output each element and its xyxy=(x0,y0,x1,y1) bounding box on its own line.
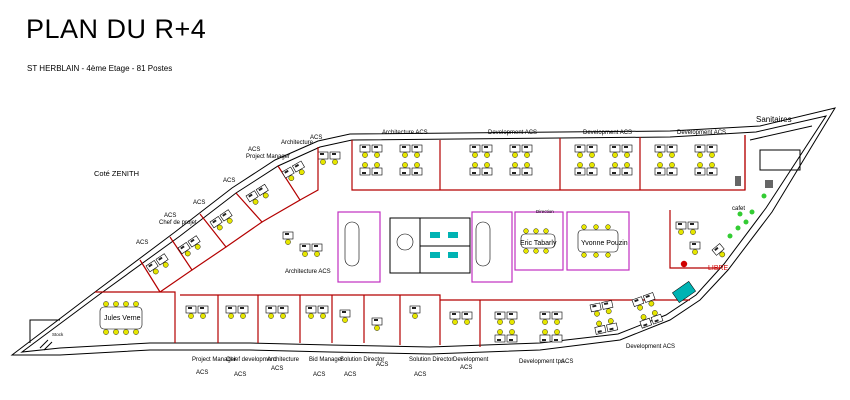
label-cote-zenith: Coté ZENITH xyxy=(94,169,139,178)
label-eric-tabarly: Eric Tabarly xyxy=(520,240,557,247)
label-bottom-development-right: Development ACS xyxy=(626,344,675,350)
label-bottom-project-manager: Project Manager xyxy=(192,357,236,363)
label-acs-pm-upper: ACS xyxy=(248,147,260,153)
top-workstations xyxy=(318,145,717,175)
label-architecture-top: Architecture ACS xyxy=(382,130,428,136)
label-bottom-solution-director-2-acs: ACS xyxy=(414,372,426,378)
label-bottom-bid-manager: Bid Manager xyxy=(309,357,343,363)
building-outline xyxy=(10,107,837,356)
label-bottom-project-manager-acs: ACS xyxy=(196,370,208,376)
architecture-center-office xyxy=(282,231,322,257)
label-jules-verne: Jules Verne xyxy=(104,315,141,322)
page-title: PLAN DU R+4 xyxy=(26,14,207,44)
label-stock: Stock xyxy=(52,332,64,337)
label-acs-left-1: ACS xyxy=(223,178,235,184)
label-cafet: cafet xyxy=(732,206,745,212)
label-architecture-acs-center: Architecture ACS xyxy=(285,269,331,275)
stock-area xyxy=(29,319,60,351)
label-bottom-development-acs: ACS xyxy=(460,365,472,371)
label-bottom-development: Development xyxy=(453,357,489,363)
label-bottom-acs-alone: ACS xyxy=(376,362,388,368)
label-libre: LIBRE xyxy=(708,265,729,272)
label-acs-far-left: ACS xyxy=(136,240,148,246)
label-architecture-upper-left: Architecture xyxy=(281,140,314,146)
right-zone xyxy=(669,125,813,303)
label-project-manager-upper: Project Manager xyxy=(246,154,290,160)
label-bottom-architecture: Architecture xyxy=(267,357,300,363)
label-development-top-2: Development ACS xyxy=(583,130,632,136)
top-offices xyxy=(351,135,746,191)
label-bottom-architecture-acs: ACS xyxy=(271,366,283,372)
label-acs-chef: ACS xyxy=(164,213,176,219)
label-bottom-chief-dev-acs: ACS xyxy=(234,372,246,378)
jules-verne-room xyxy=(95,291,176,343)
central-core xyxy=(337,211,513,283)
label-chef-de-projet: Chef de projet xyxy=(159,220,197,226)
label-development-top-3: Development ACS xyxy=(677,130,726,136)
page-subtitle: ST HERBLAIN - 4ème Etage - 81 Postes xyxy=(27,64,173,73)
bottom-offices xyxy=(180,292,690,347)
label-direction: Direction xyxy=(536,209,554,214)
label-bottom-solution-director-1-acs: ACS xyxy=(344,372,356,378)
label-bottom-dev-tps: Development tps xyxy=(519,359,564,365)
label-bottom-solution-director-1: Solution Director xyxy=(340,357,384,363)
label-acs-upper-left: ACS xyxy=(310,135,322,141)
label-yvonne-pouzin: Yvonne Pouzin xyxy=(581,240,628,247)
left-diagonal-offices xyxy=(139,147,319,293)
label-bottom-dev-tps-acs: ACS xyxy=(561,359,573,365)
label-bottom-chief-dev: Chief development xyxy=(226,357,276,363)
label-development-top-1: Development ACS xyxy=(488,130,537,136)
label-bottom-bid-manager-acs: ACS xyxy=(313,372,325,378)
meeting-rooms-center xyxy=(514,211,630,271)
label-sanitaires: Sanitaires xyxy=(756,115,792,124)
label-acs-left-2: ACS xyxy=(193,200,205,206)
label-bottom-solution-director-2: Solution Director xyxy=(409,357,453,363)
